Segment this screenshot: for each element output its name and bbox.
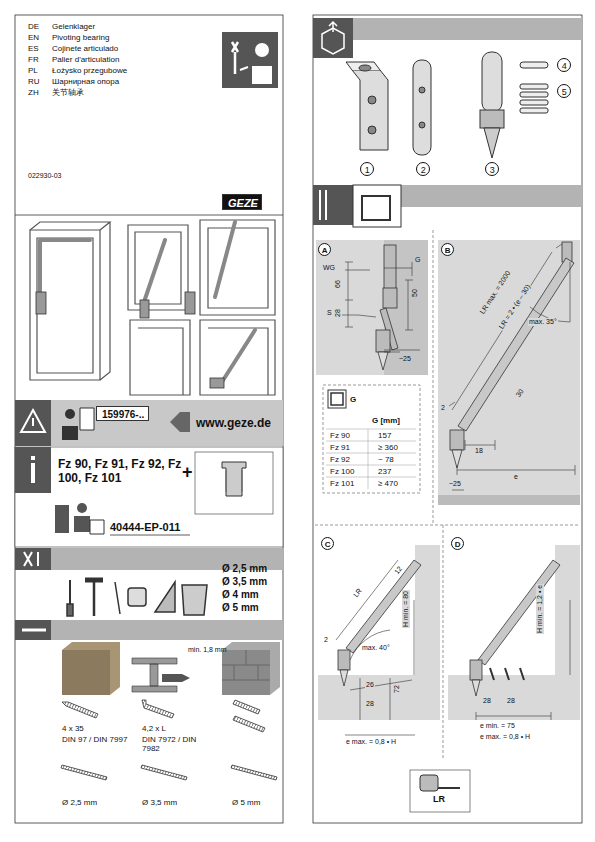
text-label: G [414,256,421,264]
text-label: 28 [365,700,375,708]
text-label: Fz 90, Fz 91, Fz 92, Fz 100, Fz 101 [58,458,186,486]
callout-letter: 5 [557,84,571,98]
text-label: G [350,395,356,404]
text-label: Ø 4 mm [222,589,259,601]
text-label: ≥ 360 [378,443,398,452]
text-label: H min. = 80 [402,590,410,628]
text-label: Łożysko przegubowe [52,66,127,75]
text-label: G [mm] [372,416,400,425]
text-label: Fz 101 [330,479,354,488]
text-label: min. 1,8 mm [188,646,227,654]
text-label: 72 [393,684,401,694]
text-label: ≥ 470 [378,479,398,488]
text-label: Pivoting bearing [52,33,109,42]
text-label: 2 [324,636,328,644]
text-label: + [182,462,193,483]
text-label: 237 [378,467,391,476]
text-label: Cojinete articulado [52,44,118,53]
text-label: DE [28,22,39,31]
text-label: 18 [474,447,484,455]
text-label: Ø 2,5 mm [62,798,97,807]
text-label: 4,2 x L [142,724,166,733]
text-label: www.geze.de [196,417,271,431]
text-label: 157 [378,431,391,440]
text-label: e [513,473,519,481]
text-label: 关节轴承 [52,88,84,97]
text-label: ZH [28,88,39,97]
text-label: Ø 3,5 mm [142,798,177,807]
callout-letter: 1 [360,162,374,176]
text-label: 022930-03 [28,172,61,180]
callout-letter: 2 [416,162,430,176]
text-label: ~ 78 [378,455,394,464]
text-label: DIN 97 / DIN 7997 [62,735,132,744]
text-label: EN [28,33,39,42]
text-label: ~25 [448,480,462,488]
text-label: WG [322,264,336,272]
text-label: LR [433,794,445,804]
callout-letter: 4 [557,58,571,72]
text-label: max. 35° [528,318,558,326]
text-label: 28 [506,697,516,705]
text-label: ~25 [398,355,412,363]
text-label: S [326,309,333,317]
text-label: FR [28,55,39,64]
text-label: Fz 91 [330,443,350,452]
text-label: Fz 92 [330,455,350,464]
text-label: 66 [334,279,342,289]
text-label: Palier d'articulation [52,55,119,64]
text-label: 28 [482,697,492,705]
text-label: RU [28,77,40,86]
text-label: Fz 100 [330,467,354,476]
text-label: e max. = 0,8 • H [480,733,530,741]
text-label: Ø 2,5 mm [222,563,267,575]
text-label: H min. = 1,2 • e [536,584,544,634]
text-label: 50 [411,288,419,298]
text-label: 4 x 35 [62,724,84,733]
text-label: ES [28,44,39,53]
text-label: 26 [365,681,375,689]
text-label: 2 [440,404,446,412]
text-label: Gelenklager [52,22,95,31]
text-label: Ø 3,5 mm [222,576,267,588]
node-text: GEZE [228,197,258,209]
node-text: 159976-.. [102,409,144,420]
text-label: Fz 90 [330,431,350,440]
text-label: PL [28,66,38,75]
text-label: max. 40° [362,644,390,652]
callout-letter: 3 [485,162,499,176]
text-label: DIN 7972 / DIN 7982 [142,735,210,753]
text-label: Шарнирная опора [52,77,119,86]
text-label: e min. = 75 [480,722,515,730]
text-label: 28 [334,308,342,318]
document-box: 159976-.. [96,406,149,421]
text-label: Ø 5 mm [232,798,260,807]
text-label: 40444-EP-011 [110,521,180,534]
text-label: Ø 5 mm [222,602,259,614]
text-label: e max. = 0,8 • H [346,738,396,746]
logo-box: GEZE [222,194,262,210]
